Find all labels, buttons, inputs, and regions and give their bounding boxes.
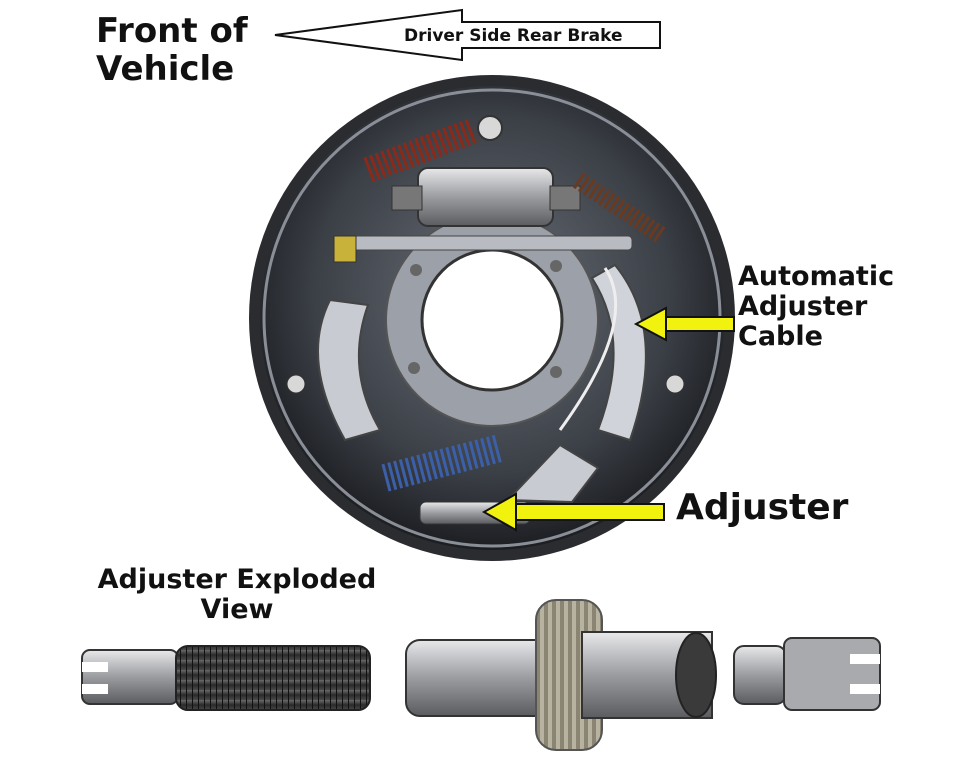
- cable-line-1: Automatic: [738, 261, 895, 292]
- adjuster-spring: [381, 434, 504, 492]
- axle-hub: [385, 213, 599, 427]
- adjuster-socket-left: [81, 649, 179, 705]
- cable-line-2: Adjuster: [738, 291, 868, 323]
- brake-shoe-left: [317, 298, 382, 442]
- adjuster-pivot-nut: [405, 599, 717, 751]
- adjuster-socket-right: [733, 637, 881, 711]
- adjuster-threaded-screw: [175, 645, 371, 711]
- wheel-cylinder: [417, 167, 554, 227]
- adjuster-label: Adjuster: [676, 487, 849, 528]
- return-spring-top: [363, 117, 480, 183]
- hold-down-spring: [333, 235, 357, 263]
- parking-brake-strut: [349, 235, 633, 251]
- exploded-view-label: Adjuster Exploded View: [92, 564, 382, 626]
- adjuster-lever: [505, 443, 600, 504]
- cable-callout-arrow: [633, 306, 735, 342]
- adjuster-cable-label: Automatic Adjuster Cable: [738, 261, 895, 353]
- return-spring-right: [573, 172, 667, 244]
- adjuster-cable: [558, 267, 618, 431]
- cable-line-3: Cable: [738, 321, 823, 353]
- direction-arrow-label: Driver Side Rear Brake: [404, 26, 623, 46]
- adjuster-callout-arrow: [481, 492, 665, 532]
- direction-arrow: [274, 8, 661, 62]
- exploded-line-2: View: [200, 594, 274, 626]
- front-line-1: Front of: [96, 11, 248, 51]
- front-of-vehicle-label: Front of Vehicle: [96, 12, 248, 88]
- exploded-line-1: Adjuster Exploded: [97, 564, 377, 595]
- brake-shoe-right: [590, 263, 647, 442]
- front-line-2: Vehicle: [96, 49, 235, 90]
